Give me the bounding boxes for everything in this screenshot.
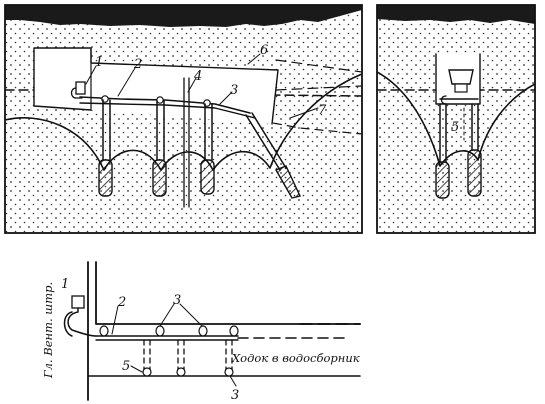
plan-label-3-bottom: 3 [231, 388, 239, 403]
plan-label-1: 1 [61, 277, 69, 292]
plan-label-3-top: 3 [173, 293, 181, 308]
plan-label-5: 5 [122, 359, 130, 374]
plan-branches [143, 339, 233, 371]
label-3: 3 [230, 83, 238, 98]
right-section: 5 [376, 4, 536, 234]
right-excavation-outline [435, 53, 481, 105]
wellpoints [98, 77, 301, 208]
surface-cover [5, 5, 362, 27]
right-label-5: 5 [451, 120, 459, 135]
label-6: 6 [260, 43, 268, 58]
label-2: 2 [133, 57, 142, 72]
left-section: 1 2 4 3 6 7 [4, 4, 363, 234]
label-1: 1 [95, 55, 103, 70]
plan-leader-lines [111, 303, 237, 387]
left-section-frame [4, 4, 363, 234]
pump-icon [70, 81, 86, 99]
shaft-label: Гл. Вент. штр. [41, 282, 55, 379]
right-section-frame [376, 4, 536, 234]
shaft-wall [87, 261, 361, 401]
depression-line [5, 73, 362, 171]
right-wellpoints [435, 103, 482, 199]
projection-lines [275, 59, 362, 91]
plan-view: 1 2 3 5 3 Гл. Вент. штр. Ходок в водосбо… [41, 261, 361, 403]
right-depression-line [377, 71, 535, 167]
plan-label-2: 2 [117, 295, 126, 310]
right-pump-icon [439, 69, 479, 105]
right-section-soil [377, 5, 535, 233]
plan-pump-icon [63, 295, 97, 337]
collector-pipe-lower [79, 102, 256, 119]
label-7: 7 [318, 103, 327, 118]
passage-label: Ходок в водосборник [231, 351, 360, 365]
plan-joints [99, 325, 239, 337]
label-4: 4 [193, 69, 202, 84]
plan-well-heads [142, 367, 234, 377]
leader-lines [85, 53, 319, 119]
right-surface-cover [377, 5, 535, 24]
